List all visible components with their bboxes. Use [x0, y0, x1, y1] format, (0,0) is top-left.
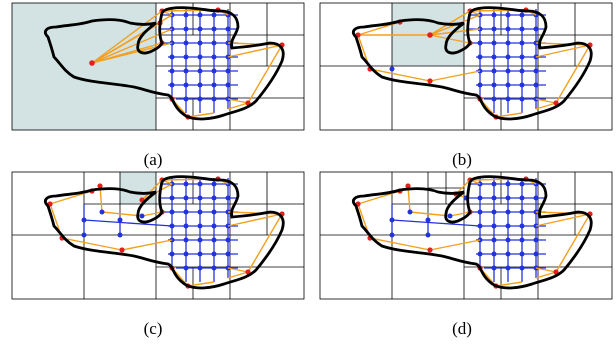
grid-point	[389, 66, 395, 72]
grid-point	[81, 232, 87, 238]
panel-b	[319, 2, 613, 131]
boundary-point	[97, 183, 103, 189]
panel-d	[319, 171, 613, 300]
left-grid	[391, 204, 481, 235]
left-grid	[83, 204, 173, 235]
grid-point	[389, 217, 395, 223]
grid-point	[425, 217, 431, 223]
grid-point	[447, 213, 453, 219]
left-connectors	[357, 179, 481, 251]
quadtree	[319, 171, 613, 300]
grid-point	[425, 232, 431, 238]
interior-grid	[158, 175, 286, 290]
grid-point	[117, 217, 123, 223]
caption-c: (c)	[144, 319, 163, 338]
quadtree	[319, 2, 613, 131]
grid-point	[407, 209, 413, 215]
fan-connectors	[357, 10, 481, 82]
grid-point	[389, 232, 395, 238]
interior-grid	[466, 175, 594, 290]
panel-a	[11, 2, 305, 131]
left-connectors	[49, 179, 173, 251]
panel-c	[11, 171, 305, 300]
interior-grid	[158, 6, 286, 121]
grid-point	[139, 213, 145, 219]
boundary-point	[427, 247, 433, 253]
boundary-point	[119, 247, 125, 253]
grid-point	[81, 217, 87, 223]
interior-grid	[466, 6, 594, 121]
caption-d: (d)	[452, 319, 472, 338]
boundary-point	[405, 183, 411, 189]
boundary-point	[427, 78, 433, 84]
highlight-cell	[120, 172, 156, 204]
caption-a: (a)	[144, 150, 163, 169]
grid-point	[117, 232, 123, 238]
grid-point	[99, 209, 105, 215]
boundary-point	[427, 32, 433, 38]
boundary-point	[89, 60, 95, 66]
caption-b: (b)	[452, 150, 472, 169]
